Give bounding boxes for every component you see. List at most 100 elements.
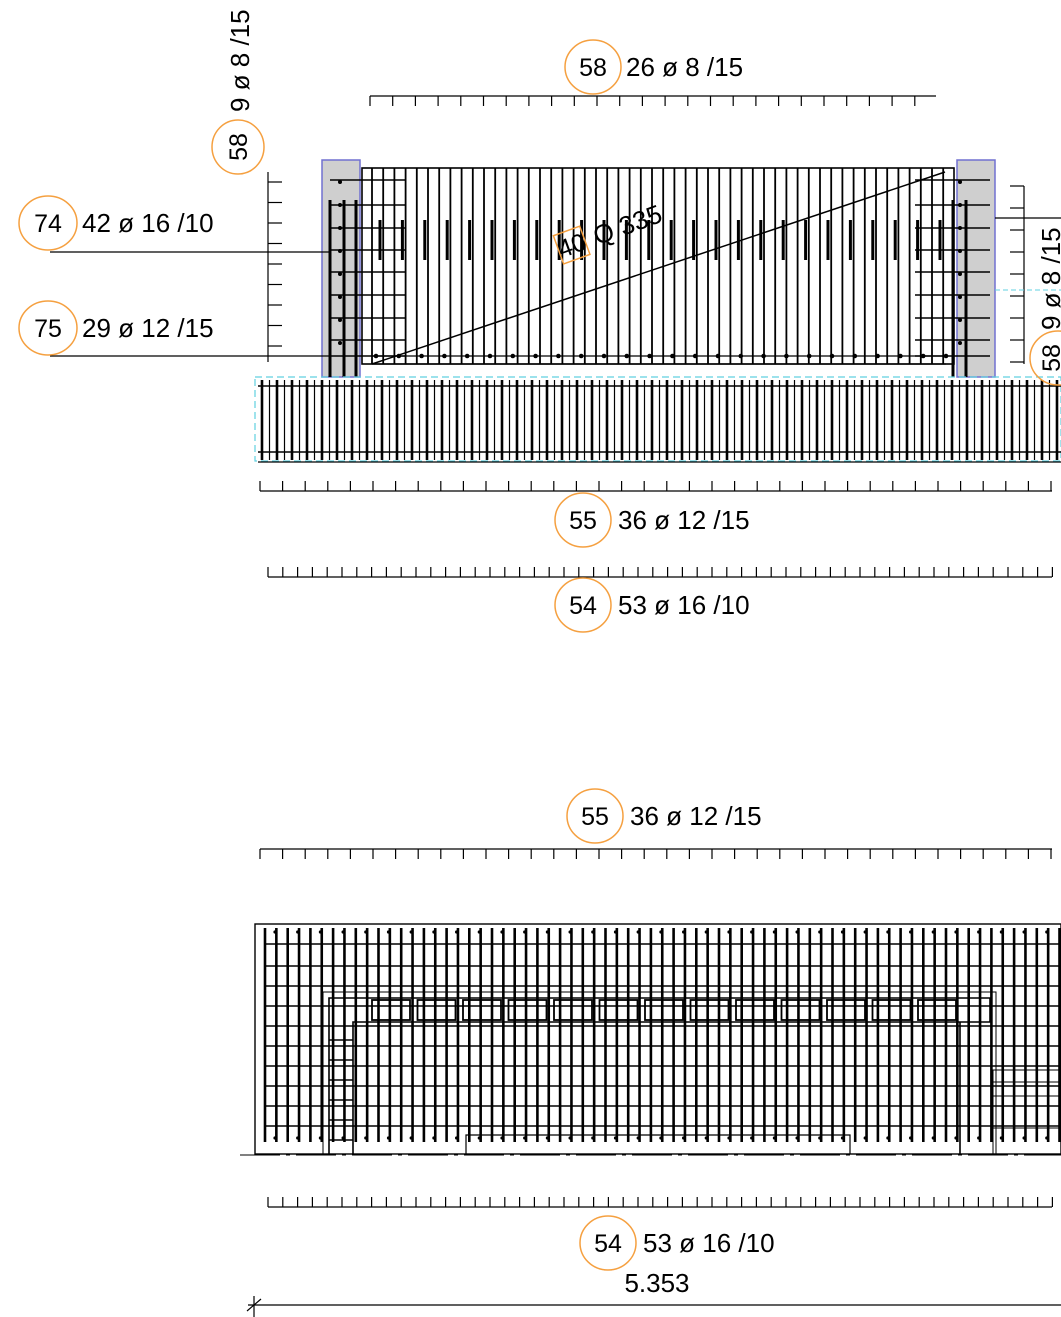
bar-dot (455, 1136, 459, 1140)
section-tick-row-54 (267, 567, 1054, 578)
mesh-diagonal (371, 171, 946, 365)
bar-dot (432, 930, 436, 934)
bar-dot (954, 930, 958, 934)
bar-label: 53 ø 16 /10 (618, 590, 750, 620)
position-marker (566, 788, 624, 844)
bar-dot (958, 318, 962, 322)
bar-dot (477, 930, 481, 934)
slab-bars (258, 380, 1061, 460)
section-tick-row-55 (259, 481, 1052, 492)
bar-dot (999, 1136, 1004, 1140)
plan-dots (273, 930, 1049, 1140)
bar-dot (886, 930, 890, 934)
bar-dot (568, 930, 572, 934)
bar-dot (795, 1136, 799, 1140)
label-left-75: 75 29 ø 12 /15 (18, 300, 214, 356)
stirrup-box (780, 999, 821, 1021)
bar-dot (373, 353, 379, 359)
position-number: 58 (225, 133, 253, 161)
bar-dot (795, 930, 799, 934)
bar-dot (750, 1136, 754, 1140)
bar-dot (898, 353, 903, 359)
bar-dot (601, 353, 607, 359)
plan-tick-row-54 (267, 1197, 1054, 1208)
position-marker (554, 577, 612, 633)
bar-dot (958, 341, 962, 345)
upper-vertical-bars (328, 168, 968, 377)
bar-dot (852, 353, 858, 359)
bar-label: 29 ø 12 /15 (82, 313, 214, 343)
bar-dot (659, 930, 663, 934)
position-marker (211, 119, 265, 175)
bar-dot (338, 249, 342, 253)
bar-dot (682, 930, 686, 934)
label-left-vertical-58: 58 9 ø 8 /15 (211, 9, 265, 175)
plan-view (240, 848, 1061, 1317)
position-marker (554, 492, 612, 548)
bar-dot (273, 930, 277, 934)
bar-dot (523, 930, 527, 934)
bar-dot (338, 295, 342, 299)
bar-dot (692, 353, 698, 359)
bar-dot (1022, 1136, 1026, 1140)
bar-dot (806, 353, 812, 359)
position-marker (564, 39, 622, 95)
bar-dot (772, 1136, 777, 1140)
label-section-54: 54 53 ø 16 /10 (554, 577, 750, 633)
bar-dot (1045, 930, 1049, 934)
bar-dot (761, 353, 766, 359)
bar-dot (784, 353, 789, 359)
bar-dot (931, 1136, 935, 1140)
position-number: 54 (594, 1230, 622, 1258)
label-top-58: 58 26 ø 8 /15 (564, 39, 743, 95)
bar-label: 9 ø 8 /15 (1036, 227, 1061, 330)
label-plan-54: 54 53 ø 16 /10 (579, 1215, 775, 1271)
bar-dot (409, 1136, 413, 1140)
label-right-vertical-58: 58 9 ø 8 /15 (1029, 227, 1061, 386)
bar-dot (954, 1136, 958, 1140)
bar-dot (682, 1136, 686, 1140)
bar-dot (886, 1136, 890, 1140)
bar-dot (386, 930, 391, 934)
left-ladder (329, 1039, 353, 1141)
bar-dot (487, 353, 493, 359)
position-number: 54 (569, 592, 597, 620)
stirrup-box (507, 999, 548, 1021)
position-marker (18, 195, 78, 251)
top-bar-tick-row (369, 95, 936, 106)
bar-dot (818, 930, 822, 934)
position-marker (1029, 330, 1061, 386)
bar-dot (578, 353, 584, 359)
bar-dot (670, 353, 675, 359)
bar-dot (613, 930, 618, 934)
position-number: 74 (34, 210, 62, 238)
bar-dot (818, 1136, 822, 1140)
plan-outline (254, 923, 1061, 1155)
upper-horizontal-bars (330, 179, 990, 365)
bar-dot (556, 353, 561, 359)
dimension-line (246, 1296, 1061, 1317)
dimension-value: 5.353 (624, 1268, 689, 1298)
stirrup-box (826, 999, 866, 1021)
bar-dot (464, 353, 470, 359)
bar-dot (840, 930, 845, 934)
bar-dot (533, 353, 538, 359)
bar-dot (958, 249, 962, 253)
label-left-74: 74 42 ø 16 /10 (18, 195, 214, 251)
bar-label: 53 ø 16 /10 (643, 1228, 775, 1258)
right-ladder (992, 1069, 1061, 1155)
bar-label: 36 ø 12 /15 (618, 505, 750, 535)
bar-dot (545, 930, 550, 934)
wall-inner-contour (322, 991, 997, 1154)
bar-dot (545, 1136, 550, 1140)
plan-tick-row-55 (259, 848, 1052, 859)
label-plan-55: 55 36 ø 12 /15 (566, 788, 762, 844)
bar-dot (920, 353, 926, 359)
bar-dot (875, 353, 880, 359)
bar-dot (510, 353, 516, 359)
bar-dot (613, 1136, 618, 1140)
bar-dot (432, 1136, 436, 1140)
bar-section-dots (338, 180, 962, 359)
bar-dot (364, 1136, 368, 1140)
